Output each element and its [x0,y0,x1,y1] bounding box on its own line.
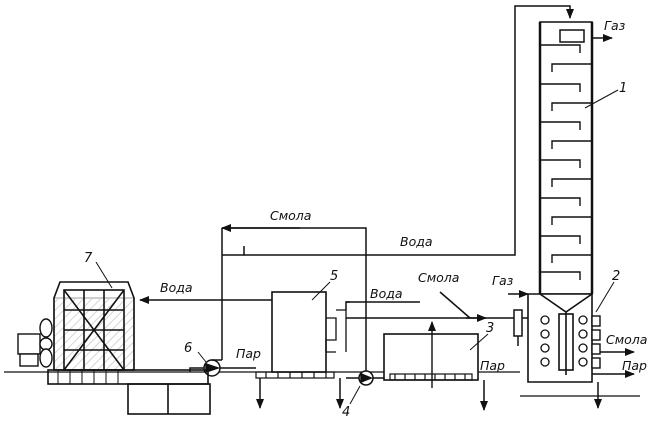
pump-4 [358,370,374,386]
gas-inlet-label: Газ [492,273,514,288]
leader-1 [584,89,619,109]
resin-tank [383,333,479,381]
cooling-tower [53,281,135,371]
leader-2 [595,281,615,313]
steam-outlet-right-label: Пар [622,358,647,373]
column-water-inlet [503,5,585,256]
label-number-3: 3 [486,321,494,336]
separator-coils [540,315,588,367]
leader-3 [469,333,489,351]
leader-7 [95,261,113,289]
label-number-7: 7 [84,251,93,266]
label-number-5: 5 [330,269,338,284]
water-main-line [222,246,503,256]
pump-4-lines [346,246,384,379]
water-main-label: Вода [400,234,433,249]
pump-6 [203,359,221,377]
heat-vessel [271,291,327,373]
fan-motor [17,318,53,368]
heat-vessel-coil [325,309,347,353]
cooling-tower-basin [47,369,211,415]
leader-6 [197,351,207,363]
steam-left-label: Пар [236,346,261,361]
water-mid-label: Вода [370,286,403,301]
separator-flanges [591,315,601,369]
resin-tank-heater-coil [389,373,473,381]
label-number-4: 4 [342,405,350,420]
scrubber-column [538,21,594,295]
resin-top-label: Смола [270,208,311,223]
leader-5 [311,281,331,301]
cooling-tower-basin-supports [57,370,119,384]
resin-outlet-label: Смола [606,332,647,347]
water-mid-line [345,301,420,310]
leader-4 [349,385,361,405]
resin-outlet-right [592,348,635,409]
label-number-6: 6 [184,341,192,356]
heat-vessel-steam-coil [255,371,335,379]
water-left-label: Вода [160,280,193,295]
resin-mid-label: Смола [418,270,459,285]
steam-mid-label: Пар [480,358,505,373]
label-number-2: 2 [612,269,620,284]
resin-main-line [221,224,367,360]
heat-vessel-drains [256,378,344,409]
label-number-1: 1 [619,81,627,96]
column-baffle-trays [540,44,592,280]
resin-line-mid [346,291,528,346]
gas-outlet-label: Газ [604,18,626,33]
